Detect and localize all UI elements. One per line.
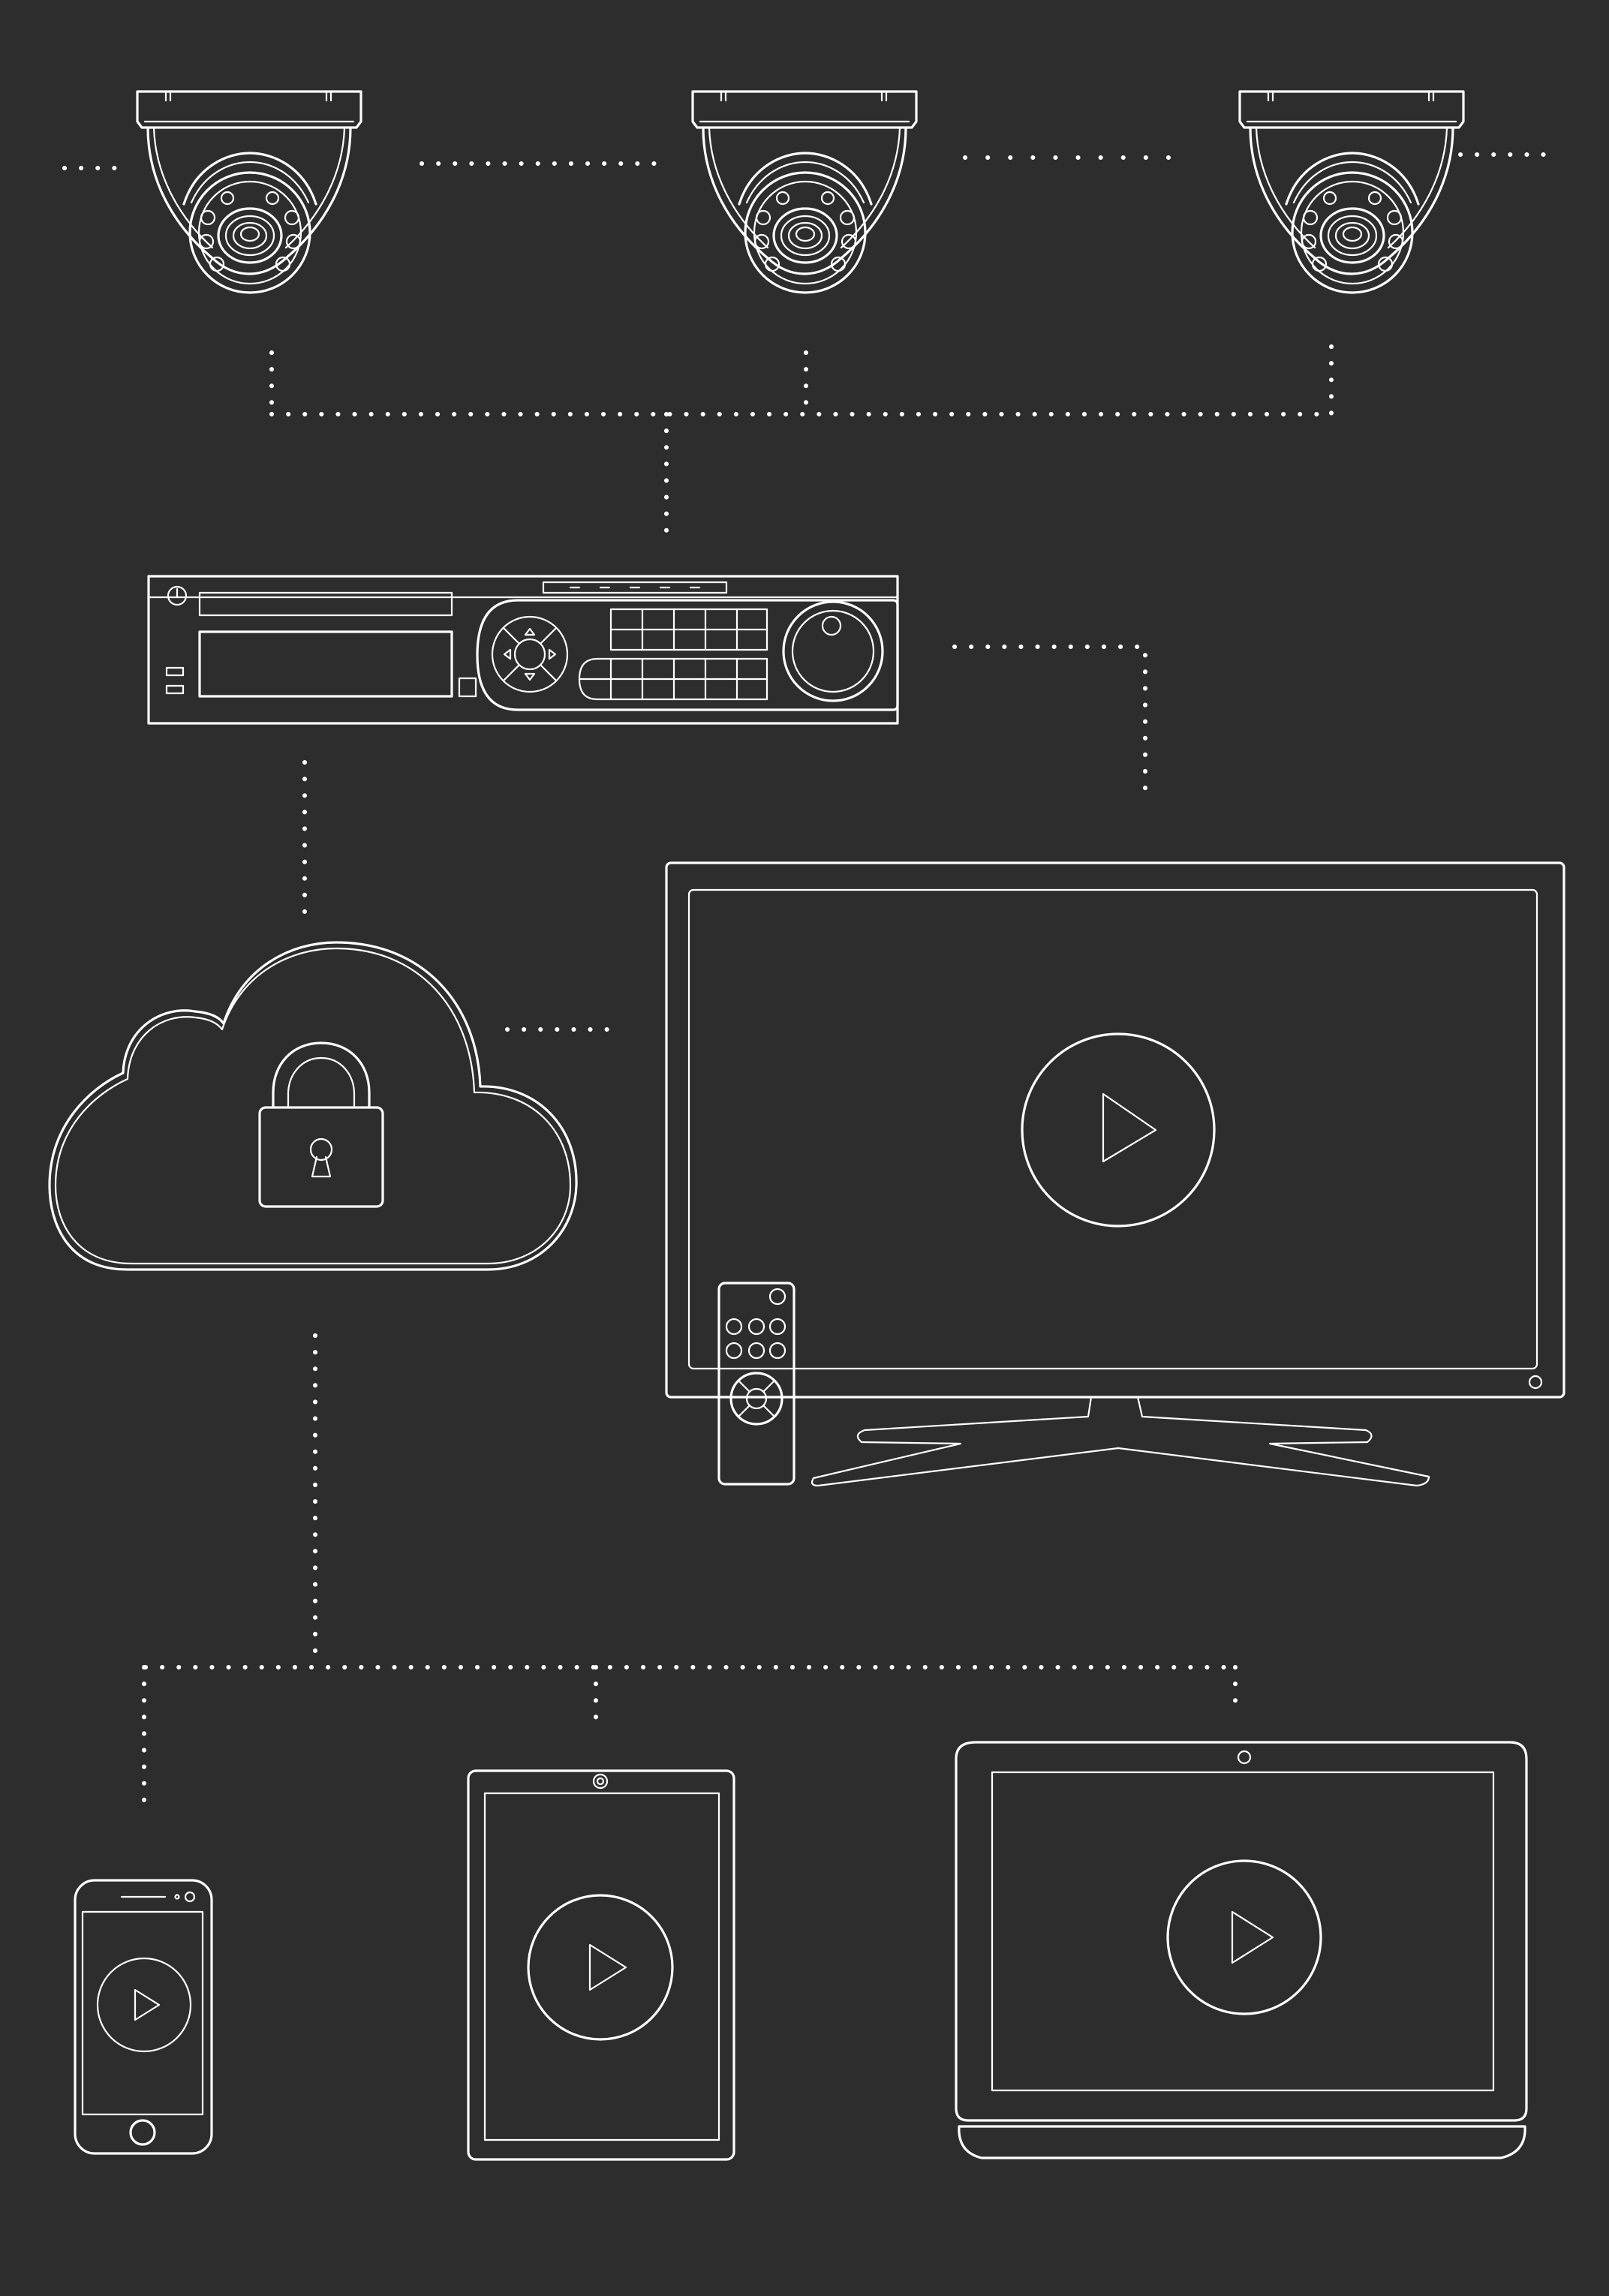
remote [717, 1282, 795, 1486]
camera-2 [691, 90, 918, 294]
recorder [147, 575, 899, 725]
smartphone-icon [74, 1879, 213, 2155]
camera-3 [1238, 90, 1465, 294]
dome-camera-icon [691, 90, 918, 294]
cloud [48, 941, 578, 1271]
tablet-icon [467, 1769, 735, 2161]
secure-cloud-icon [48, 941, 578, 1271]
padlock-icon [258, 1041, 384, 1208]
dome-camera-icon [136, 90, 362, 294]
dome-camera-icon [1238, 90, 1465, 294]
play-button-icon[interactable] [1166, 1859, 1322, 2015]
smart-tv-icon [665, 861, 1565, 1487]
play-button-icon[interactable] [96, 1957, 192, 2053]
power-icon [167, 585, 188, 606]
camera-1 [136, 90, 362, 294]
laptop [955, 1741, 1528, 2159]
recorder-to-tv-link [952, 645, 1147, 795]
tablet [467, 1769, 735, 2161]
laptop-icon [955, 1741, 1528, 2159]
play-button-icon[interactable] [1021, 1032, 1216, 1228]
phone [74, 1879, 213, 2155]
dvr-recorder-icon [147, 575, 899, 725]
play-button-icon[interactable] [527, 1894, 674, 2041]
tv [665, 861, 1565, 1487]
remote-control-icon [717, 1282, 795, 1486]
connection-lines [62, 152, 1556, 1815]
